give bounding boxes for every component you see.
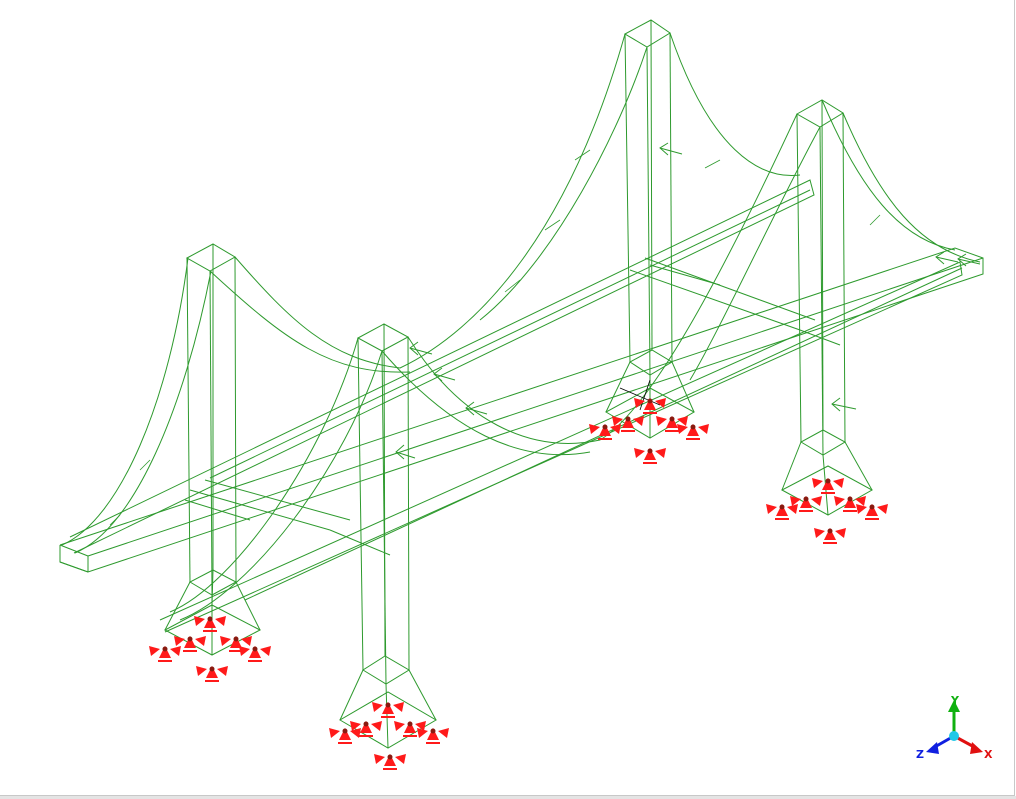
support-symbol bbox=[589, 424, 621, 440]
support-symbol bbox=[374, 754, 406, 770]
support-symbol bbox=[350, 721, 382, 737]
support-constraints bbox=[149, 398, 888, 770]
support-symbol bbox=[677, 424, 709, 440]
support-symbol bbox=[417, 728, 449, 744]
support-symbol bbox=[174, 636, 206, 652]
main-cables bbox=[61, 32, 981, 621]
y-axis-label: Y bbox=[950, 694, 960, 707]
support-symbol bbox=[149, 646, 181, 662]
support-symbol bbox=[372, 702, 404, 718]
support-symbol bbox=[766, 504, 798, 520]
bridge-wireframe bbox=[59, 19, 984, 749]
tower-3 bbox=[604, 19, 696, 439]
load-arrows bbox=[395, 142, 981, 460]
status-bar bbox=[0, 796, 1016, 799]
support-symbol bbox=[196, 666, 228, 682]
support-symbol bbox=[329, 728, 361, 744]
support-symbol bbox=[239, 646, 271, 662]
support-symbol bbox=[834, 496, 866, 512]
support-symbol bbox=[194, 616, 226, 632]
support-symbol bbox=[612, 416, 644, 432]
support-symbol bbox=[220, 636, 252, 652]
hangers bbox=[109, 149, 881, 526]
support-symbol bbox=[656, 416, 688, 432]
tower-2 bbox=[339, 323, 437, 749]
tower-1 bbox=[163, 243, 262, 656]
support-symbol bbox=[394, 721, 426, 737]
z-axis-label: Z bbox=[916, 748, 924, 761]
support-symbol bbox=[790, 496, 822, 512]
x-axis-label: X bbox=[984, 748, 993, 761]
support-symbol bbox=[634, 398, 666, 414]
coordinate-triad: Y X Z bbox=[916, 694, 993, 761]
triad-origin bbox=[949, 731, 959, 741]
support-symbol bbox=[634, 448, 666, 464]
origin-marker bbox=[619, 379, 661, 411]
support-symbol bbox=[856, 504, 888, 520]
support-symbol bbox=[814, 528, 846, 544]
support-symbol bbox=[812, 478, 844, 494]
